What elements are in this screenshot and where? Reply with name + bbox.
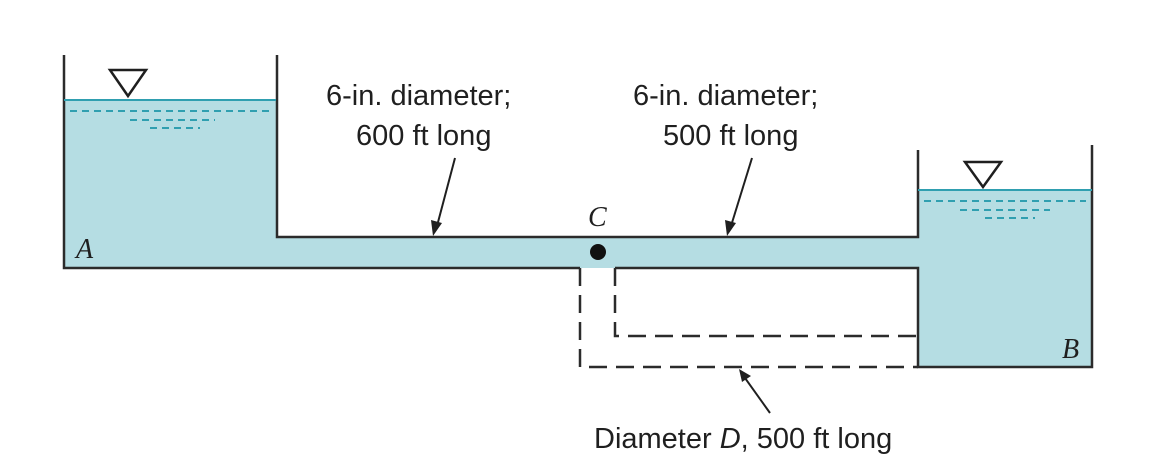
pipe-d-label-suffix: , 500 ft long — [741, 423, 893, 455]
junction-c-label: C — [588, 202, 607, 233]
pipe-ac-label-line1: 6-in. diameter; — [326, 80, 511, 112]
reservoir-a-label: A — [74, 234, 94, 265]
reservoir-a-wall — [62, 55, 580, 270]
pipe-d-label-prefix: Diameter — [594, 423, 720, 455]
pipe-d-inner-wall — [613, 268, 918, 338]
pipe-ac-arrow — [436, 157, 456, 227]
pipe-cb-label-line2: 500 ft long — [663, 120, 798, 152]
pipe-d-arrow — [744, 377, 771, 414]
pipe-ac-arrowhead — [431, 220, 442, 236]
pipe-d-label-variable: D — [720, 423, 741, 455]
reservoir-a-water — [64, 100, 277, 268]
junction-c-point — [590, 244, 606, 260]
pipe-d-label: Diameter D, 500 ft long — [594, 423, 892, 455]
free-surface-a-icon — [107, 68, 149, 99]
free-surface-b-icon — [962, 160, 1004, 190]
reservoir-b-water — [918, 190, 1092, 367]
pipe-cb-label-line1: 6-in. diameter; — [633, 80, 818, 112]
pipe-d-outer-wall — [578, 268, 918, 369]
pipe-ac-label-line2: 600 ft long — [356, 120, 491, 152]
pipe-cb-arrowhead — [725, 220, 736, 236]
reservoir-a-right-wall — [275, 55, 920, 239]
pipe-cb-arrow — [730, 157, 753, 227]
pipe-d-arrowhead — [739, 369, 751, 382]
reservoir-b-label: B — [1062, 334, 1079, 365]
